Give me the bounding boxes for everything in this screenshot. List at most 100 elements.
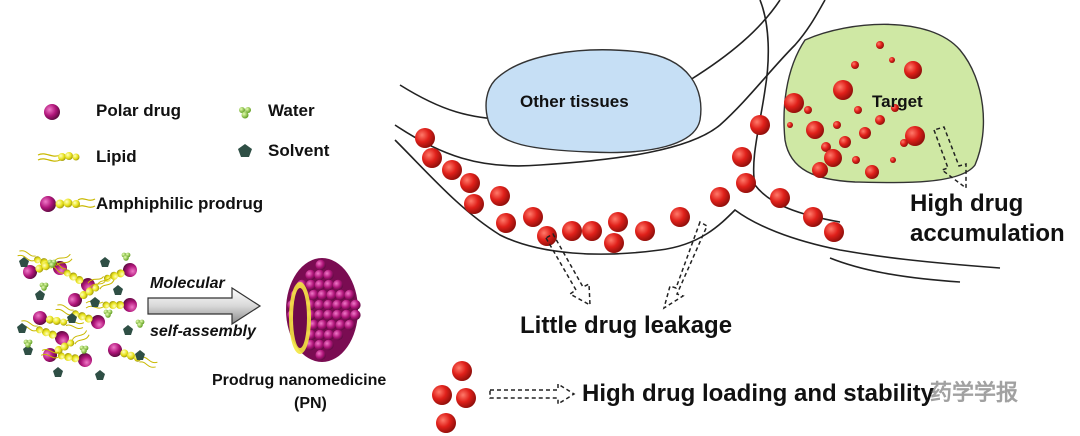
legend-solvent-label: Solvent	[268, 141, 330, 160]
prodrug-lipid-bead	[116, 269, 125, 278]
drug-particle	[604, 233, 624, 253]
other-tissues-label: Other tissues	[520, 92, 629, 111]
nanomedicine-label-line2: (PN)	[294, 395, 327, 412]
prodrug-lipid-bead	[69, 272, 78, 281]
accumulated-drug-particle	[787, 122, 793, 128]
accumulated-drug-particle	[812, 162, 828, 178]
drug-particle	[770, 188, 790, 208]
accumulated-drug-particle	[824, 149, 842, 167]
prodrug-tail	[71, 330, 90, 345]
target-label: Target	[872, 92, 923, 111]
prodrug-molecule	[108, 343, 158, 368]
drug-particle	[803, 207, 823, 227]
nanoparticle-sphere	[323, 279, 335, 291]
watermark-logo: 药学学报	[930, 381, 1019, 406]
prodrug-lipid-bead	[60, 318, 68, 326]
prodrug-tail	[54, 253, 73, 266]
nanoparticle-sphere	[332, 279, 344, 291]
accumulated-drug-particle	[889, 57, 895, 63]
nanoparticle-sphere	[326, 319, 337, 331]
prodrug-molecule	[40, 349, 92, 367]
legend-lipid-label: Lipid	[96, 147, 137, 166]
prodrug-head	[123, 298, 137, 312]
nanoparticle-sphere	[323, 299, 334, 311]
drug-particle	[670, 207, 690, 227]
prodrug-lipid-bead	[102, 301, 110, 309]
prodrug-head	[108, 343, 122, 357]
nanoparticle-sphere	[317, 289, 328, 301]
prodrug-lipid-bead	[60, 342, 69, 351]
legend-amphiphilic-prodrug-label: Amphiphilic prodrug	[96, 194, 264, 213]
prodrug-head	[53, 261, 67, 275]
prodrug-lipid-bead	[116, 301, 124, 309]
nanoparticle-sphere	[323, 309, 334, 321]
vessel-target-wall	[752, 0, 841, 223]
drug-particle	[537, 226, 557, 246]
accumulated-drug-particle	[833, 121, 841, 129]
nanoparticle-sphere	[332, 309, 343, 321]
drug-particle	[824, 222, 844, 242]
prodrug-lipid-bead	[45, 315, 54, 324]
solvent-molecule	[35, 290, 45, 300]
prodrug-tail	[96, 275, 115, 290]
accumulated-drug-particle	[876, 41, 884, 49]
prodrug-lipid-bead	[54, 346, 63, 354]
prodrug-lipid-bead	[92, 284, 100, 292]
accumulated-drug-particle	[904, 61, 922, 79]
prodrug-lipid-bead	[64, 353, 73, 362]
prodrug-lipid-bead	[78, 312, 87, 321]
drug-particle	[784, 93, 804, 113]
prodrug-lipid-bead	[52, 316, 61, 325]
nanoparticle-sphere	[305, 269, 316, 281]
drug-particle	[415, 128, 435, 148]
water-molecule	[25, 342, 31, 348]
solvent-molecule	[135, 350, 145, 360]
loading-arrow	[489, 382, 576, 406]
accumulated-drug-particle	[852, 156, 860, 164]
prodrug-lipid-bead	[109, 301, 117, 309]
vessel-right-wall	[829, 257, 961, 283]
legend	[37, 104, 252, 212]
nanoparticle-sphere	[314, 309, 325, 321]
accumulated-drug-particle	[900, 139, 908, 147]
drug-particle	[608, 212, 628, 232]
nanoparticle-sphere	[332, 329, 344, 341]
solvent-molecule	[19, 257, 29, 267]
nanoparticle-sphere	[326, 289, 337, 301]
drug-particle	[562, 221, 582, 241]
nanoparticle-sphere	[308, 289, 319, 301]
prodrug-molecule	[19, 320, 69, 345]
nanoparticle-sphere	[332, 299, 343, 311]
nanoparticle-sphere	[335, 319, 346, 331]
water-molecule	[81, 348, 87, 354]
legend-water-label: Water	[268, 101, 315, 120]
solvent-molecule	[17, 323, 27, 333]
prodrug-head	[33, 311, 47, 325]
prodrug-head	[78, 353, 92, 367]
assembly-arrow	[147, 286, 262, 326]
prodrug-head	[55, 331, 69, 345]
water-molecule	[49, 262, 55, 268]
prodrug-lipid-bead	[110, 271, 119, 280]
lipid-icon	[37, 152, 80, 162]
prodrug-head	[68, 293, 82, 307]
prodrug-lipid-bead	[126, 351, 135, 360]
nanoparticle-sphere	[323, 329, 335, 341]
nanoparticle-sphere	[341, 299, 352, 311]
accumulation-arrow	[933, 126, 967, 190]
prodrug-lipid-bead	[79, 291, 88, 299]
prodrug-molecule	[33, 311, 85, 329]
water-molecule	[123, 255, 129, 261]
accumulated-drug-particle	[890, 157, 896, 163]
nanoparticle-sphere	[317, 319, 328, 331]
accumulated-drug-particle	[806, 121, 824, 139]
solvent-molecule	[113, 285, 123, 295]
leakage-arrow-right	[662, 220, 708, 310]
accumulated-drug-particle	[875, 115, 885, 125]
prodrug-nanoparticle	[286, 258, 361, 362]
water-molecule	[137, 322, 143, 328]
accumulated-drug-particle	[851, 61, 859, 69]
drug-particle	[635, 221, 655, 241]
prodrug-molecule	[68, 275, 115, 307]
